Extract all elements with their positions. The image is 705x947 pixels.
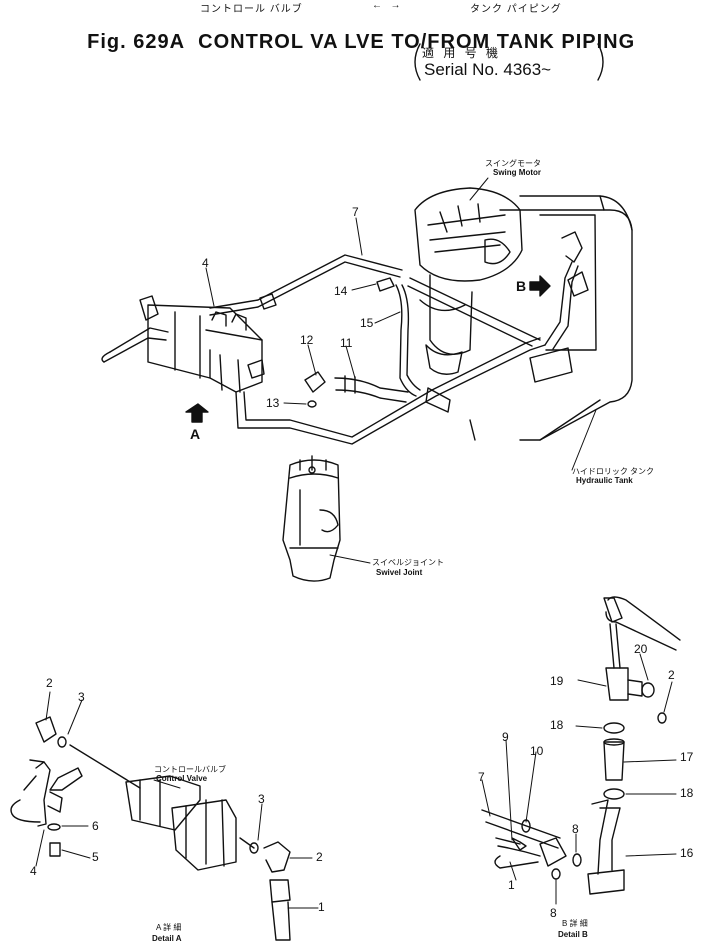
arrow-b-icon <box>529 275 551 297</box>
serial-number: Serial No. 4363~ <box>424 60 552 79</box>
control-valve-label: Control Valve <box>156 774 208 783</box>
hydraulic-tank <box>499 195 633 441</box>
part-number: 2 <box>46 676 53 690</box>
swivel-joint-label: Swivel Joint <box>376 568 423 577</box>
part-number: 15 <box>360 316 374 330</box>
leaders-detail-b <box>481 653 677 905</box>
tank-elbow <box>561 231 589 297</box>
part-number: 1 <box>508 878 515 892</box>
part-number: 8 <box>572 822 579 836</box>
figure-number: Fig. 629A <box>87 31 186 53</box>
part-number: 17 <box>680 750 694 764</box>
part-number: 3 <box>258 792 265 806</box>
part-number: 3 <box>78 690 85 704</box>
hose-11 <box>334 375 409 403</box>
part-number: 7 <box>478 770 485 784</box>
title-jp-tank: タンク パイピング <box>470 4 562 15</box>
pipe-return <box>235 337 546 445</box>
control-valve-label-jp: コントロールバルブ <box>154 765 226 774</box>
view-tag-a: A <box>190 426 201 442</box>
elbow-12 <box>304 371 326 408</box>
part-number: 2 <box>316 850 323 864</box>
part-number: 11 <box>340 336 353 350</box>
part-number: 2 <box>668 668 675 682</box>
part-number: 18 <box>550 718 564 732</box>
swivel-joint-label-jp: スイベルジョイント <box>372 558 444 567</box>
part-number: 9 <box>502 730 509 744</box>
swivel-joint <box>282 455 341 582</box>
serial-jp: 適 用 号 機 <box>422 46 502 60</box>
part-number: 7 <box>352 205 359 219</box>
hydraulic-tank-label: Hydraulic Tank <box>576 476 633 485</box>
swing-motor-label-jp: スイングモータ <box>485 159 541 168</box>
control-valve <box>147 304 263 393</box>
part-number: 12 <box>300 333 314 347</box>
figure-title: Fig. 629A CONTROL VA LVE TO/FROM TANK PI… <box>74 8 635 54</box>
detail-a <box>10 716 291 941</box>
part-number: 10 <box>530 744 544 758</box>
detail-b-label: Detail B <box>558 930 588 939</box>
swing-motor-label: Swing Motor <box>493 168 541 177</box>
detail-b <box>481 596 681 895</box>
pipe-tank <box>407 261 579 383</box>
arrow-a-icon <box>185 403 209 423</box>
part-number: 18 <box>680 786 694 800</box>
title-jp-arrows: ← → <box>372 0 402 11</box>
tee-fitting <box>425 387 451 413</box>
figure-caption: CONTROL VA LVE TO/FROM TANK PIPING <box>198 31 636 53</box>
pipe-15 <box>395 284 421 397</box>
part-number: 1 <box>318 900 325 914</box>
part-number: 4 <box>202 256 209 270</box>
view-tag-b: B <box>516 278 527 294</box>
part-number: 20 <box>634 642 648 656</box>
detail-b-label-jp: B 詳 細 <box>562 919 588 928</box>
leaders-main <box>205 177 597 564</box>
part-number: 8 <box>550 906 557 920</box>
part-number: 5 <box>92 850 99 864</box>
part-number: 4 <box>30 864 37 878</box>
pipe-7 <box>209 254 403 316</box>
part-number: 19 <box>550 674 564 688</box>
leaders-detail-a <box>35 691 319 909</box>
detail-a-label-jp: A 詳 細 <box>156 923 182 932</box>
title-jp-valve: コントロール バルブ <box>200 4 303 15</box>
swing-motor <box>414 187 523 441</box>
part-number: 6 <box>92 819 99 833</box>
part-number: 16 <box>680 846 694 860</box>
part-number: 14 <box>334 284 348 298</box>
part-number: 13 <box>266 396 280 410</box>
detail-a-label: Detail A <box>152 934 182 943</box>
fitting-cluster-left <box>101 293 277 379</box>
fitting-14 <box>376 277 395 292</box>
hydraulic-tank-label-jp: ハイドロリック タンク <box>572 467 655 476</box>
